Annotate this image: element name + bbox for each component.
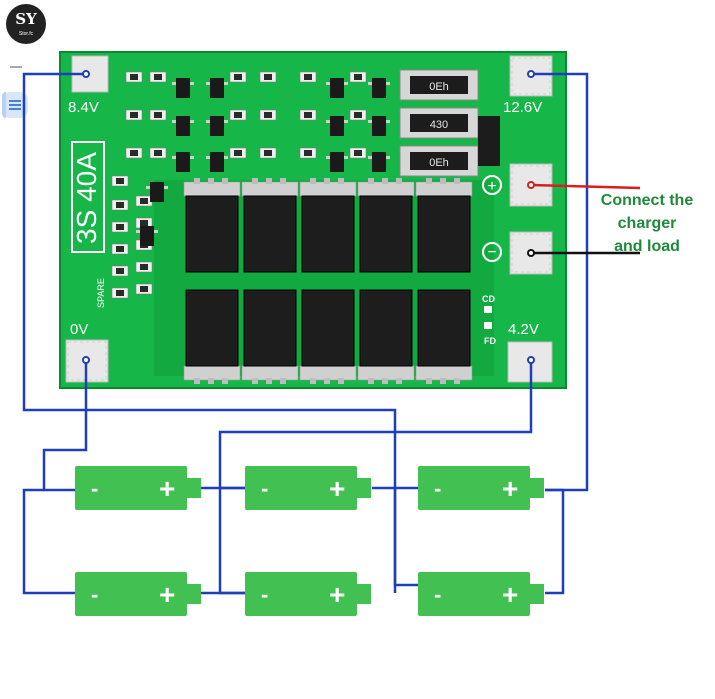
battery-cell: -+ xyxy=(245,466,371,510)
battery-body xyxy=(245,572,357,616)
battery-cell: -+ xyxy=(245,572,371,616)
pad-label-4v2: 4.2V xyxy=(508,321,539,338)
battery-cell: -+ xyxy=(418,466,544,510)
battery-negative-sign: - xyxy=(434,476,441,501)
battery-cell: -+ xyxy=(75,572,201,616)
fd-label: FD xyxy=(484,336,496,346)
battery-terminal xyxy=(187,478,201,498)
battery-body xyxy=(75,572,187,616)
pad-label-8v4: 8.4V xyxy=(68,99,99,116)
wire-12v6 xyxy=(531,72,589,492)
cd-label: CD xyxy=(482,294,495,304)
resistor-label: 0Eh xyxy=(429,81,449,93)
smd-components xyxy=(111,71,390,299)
battery-terminal xyxy=(187,584,201,604)
battery-body xyxy=(418,572,530,616)
menu-line-icon xyxy=(9,100,21,102)
resistor-label: 430 xyxy=(430,119,448,131)
resistor-label: 0Eh xyxy=(429,157,449,169)
wire-cell1-left-loop xyxy=(218,488,245,595)
annotation-line-2: charger xyxy=(618,215,677,232)
logo-mark: SY xyxy=(15,10,37,28)
side-drag-handle[interactable] xyxy=(10,66,22,68)
battery-cells: -+-+-+-+-+-+ xyxy=(75,466,544,616)
shunt-resistors: 0Eh 430 0Eh xyxy=(399,69,500,177)
side-menu-edge xyxy=(2,92,6,118)
wire-charger-positive xyxy=(530,183,641,190)
menu-line-icon xyxy=(9,104,21,106)
pad-12v6 xyxy=(509,55,553,97)
battery-cell: -+ xyxy=(418,572,544,616)
annotation-line-3: and load xyxy=(614,238,680,255)
battery-negative-sign: - xyxy=(91,582,98,607)
battery-positive-sign: + xyxy=(159,579,175,610)
battery-positive-sign: + xyxy=(159,473,175,504)
blue-wires xyxy=(22,72,589,595)
pad-label-0v: 0V xyxy=(70,321,88,338)
wire-cell-neg-bottom xyxy=(22,488,75,595)
battery-negative-sign: - xyxy=(261,582,268,607)
model-label-group: 3S 40A xyxy=(71,141,105,253)
brand-logo: SY Stor.fc xyxy=(6,4,46,44)
battery-body xyxy=(418,466,530,510)
battery-positive-sign: + xyxy=(502,473,518,504)
mosfet-array xyxy=(183,178,473,384)
wire-0v xyxy=(42,360,88,492)
logo-subtext: Stor.fc xyxy=(18,31,34,37)
annotation-line-1: Connect the xyxy=(601,192,694,209)
board-model-label: 3S 40A xyxy=(71,152,102,244)
battery-negative-sign: - xyxy=(91,476,98,501)
minus-symbol: − xyxy=(487,244,496,261)
battery-positive-sign: + xyxy=(329,473,345,504)
spare-label: SPARE xyxy=(96,278,106,308)
menu-line-icon xyxy=(9,108,21,110)
battery-terminal xyxy=(530,478,544,498)
battery-body xyxy=(75,466,187,510)
battery-terminal xyxy=(357,584,371,604)
battery-cell: -+ xyxy=(75,466,201,510)
battery-negative-sign: - xyxy=(434,582,441,607)
battery-positive-sign: + xyxy=(329,579,345,610)
battery-terminal xyxy=(530,584,544,604)
battery-body xyxy=(245,466,357,510)
battery-terminal xyxy=(357,478,371,498)
pad-label-12v6: 12.6V xyxy=(503,99,542,116)
battery-negative-sign: - xyxy=(261,476,268,501)
wire-cell3-right-loop xyxy=(545,488,565,595)
plus-symbol: + xyxy=(487,178,496,195)
terminal-dots xyxy=(82,70,535,364)
wire-8v4 xyxy=(22,72,418,587)
battery-positive-sign: + xyxy=(502,579,518,610)
